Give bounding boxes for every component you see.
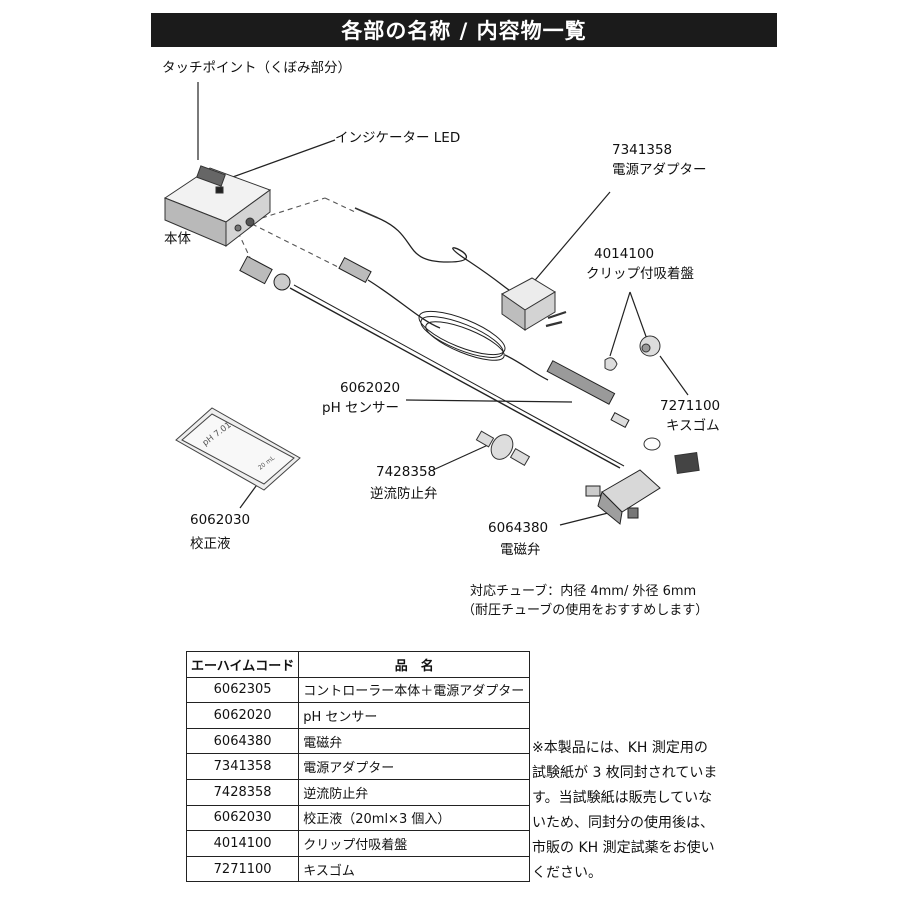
note-line: 試験紙が 3 枚同封されていま <box>532 765 718 781</box>
clip-suction-cup <box>604 335 661 371</box>
label-solution-code: 6062030 <box>190 512 251 528</box>
note-line: ※本製品には、KH 測定用の <box>532 740 708 756</box>
row-code: 6062030 <box>185 804 300 832</box>
label-tube-note: （耐圧チューブの使用をおすすめします） <box>462 603 709 618</box>
row-name: 電磁弁 <box>298 727 531 755</box>
label-touch-point: タッチポイント（くぼみ部分） <box>162 60 351 76</box>
row-name: キスゴム <box>298 855 531 883</box>
row-code: 7271100 <box>185 855 300 883</box>
label-valve-name: 電磁弁 <box>500 542 541 558</box>
label-clip-code: 4014100 <box>594 246 655 262</box>
label-valve-code: 6064380 <box>488 520 549 536</box>
label-main-body: 本体 <box>164 231 191 247</box>
label-kiss-name: キスゴム <box>666 418 720 434</box>
row-code: 6062305 <box>185 676 300 704</box>
row-name: コントローラー本体＋電源アダプター <box>298 676 531 704</box>
row-code: 7341358 <box>185 753 300 780</box>
kiss-gum <box>643 437 700 475</box>
table-header-row: エーハイムコード 品 名 <box>185 651 531 678</box>
header-code: エーハイムコード <box>185 651 300 678</box>
row-name: 電源アダプター <box>298 753 531 780</box>
row-code: 4014100 <box>185 830 300 857</box>
label-tube-spec: 対応チューブ：内径 4mm/ 外径 6mm <box>470 584 697 599</box>
solenoid-valve <box>239 255 661 525</box>
label-check-name: 逆流防止弁 <box>370 486 438 502</box>
row-name: pH センサー <box>298 702 531 729</box>
ph-sensor <box>338 256 630 428</box>
header-name: 品 名 <box>298 651 531 678</box>
note-line: ください。 <box>532 865 602 881</box>
label-adapter-name: 電源アダプター <box>612 162 707 178</box>
page-title: 各部の名称 / 内容物一覧 <box>151 13 777 47</box>
label-ph-name: pH センサー <box>322 400 400 416</box>
note-line: す。当試験紙は販売していな <box>532 790 713 806</box>
calibration-sachet: pH 7.01 20 mL <box>175 407 301 491</box>
kh-test-note: ※本製品には、KH 測定用の 試験紙が 3 枚同封されていま す。当試験紙は販売… <box>532 736 752 886</box>
label-check-code: 7428358 <box>376 464 437 480</box>
power-adapter <box>354 207 567 331</box>
note-line: いため、同封分の使用後は、 <box>532 815 714 831</box>
check-valve <box>475 430 531 467</box>
row-code: 7428358 <box>185 778 300 806</box>
label-adapter-code: 7341358 <box>612 142 673 158</box>
row-code: 6062020 <box>185 702 300 729</box>
label-ph-code: 6062020 <box>340 380 401 396</box>
note-line: 市販の KH 測定試薬をお使い <box>532 840 715 856</box>
row-name: 校正液（20ml×3 個入） <box>298 804 531 832</box>
label-clip-name: クリップ付吸着盤 <box>586 266 694 282</box>
label-solution-name: 校正液 <box>190 536 231 552</box>
label-kiss-code: 7271100 <box>660 398 721 414</box>
label-indicator-led: インジケーター LED <box>335 130 461 146</box>
row-name: クリップ付吸着盤 <box>298 830 531 857</box>
row-name: 逆流防止弁 <box>298 778 531 806</box>
controller-body <box>163 165 272 248</box>
row-code: 6064380 <box>185 727 300 755</box>
